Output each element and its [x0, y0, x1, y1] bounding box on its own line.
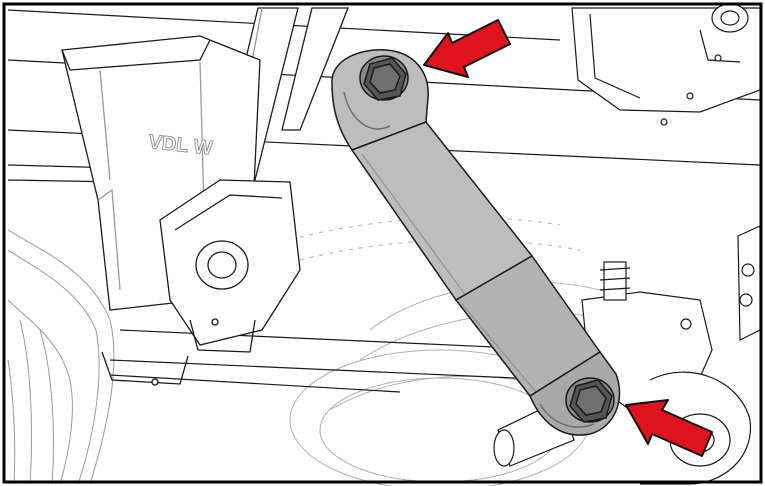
upper-mount-nut	[359, 55, 409, 101]
embossed-text: VDL W	[147, 131, 213, 160]
callout-arrow-lower	[625, 399, 713, 457]
lower-mount-nut	[565, 377, 615, 423]
callout-arrow-upper	[423, 19, 511, 78]
tire-left	[7, 229, 115, 485]
axle-clamp	[101, 179, 301, 386]
